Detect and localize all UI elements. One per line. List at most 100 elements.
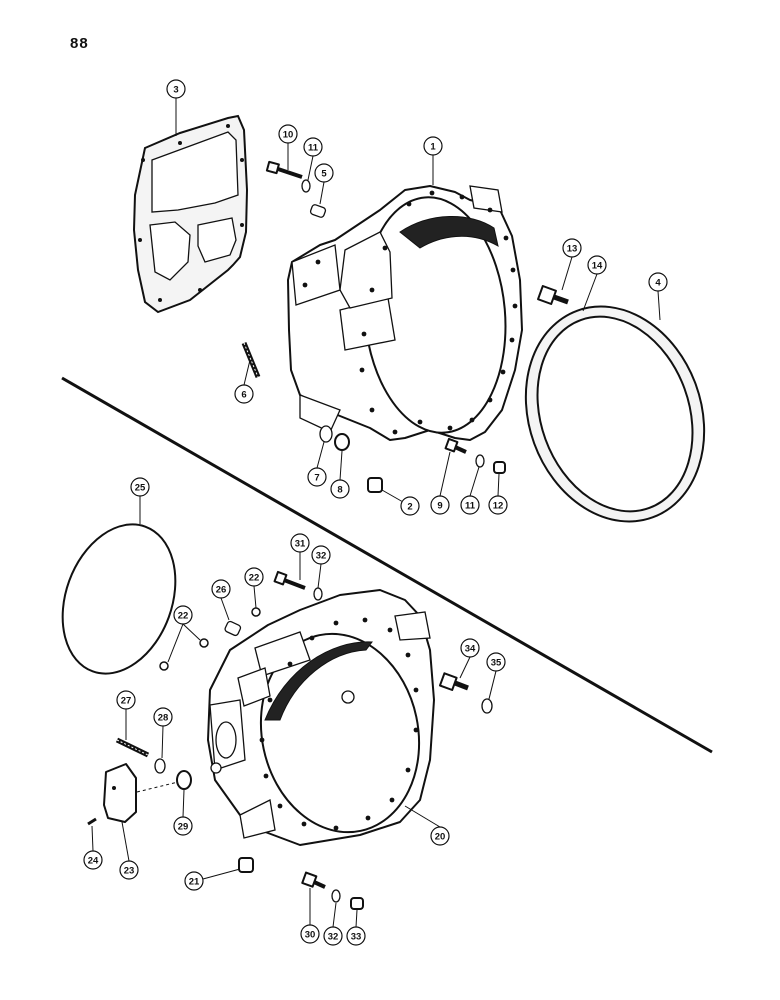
callout-number: 12 — [493, 500, 504, 511]
callout-34: 34 — [460, 638, 480, 658]
callout-number: 2 — [407, 501, 412, 512]
page-number: 88 — [70, 35, 89, 52]
callout-30: 30 — [300, 924, 320, 944]
washer-11-upper — [301, 179, 311, 193]
callout-25: 25 — [130, 477, 150, 497]
o-ring-22-b — [199, 638, 209, 648]
o-ring-22-c — [159, 661, 169, 671]
callout-35: 35 — [486, 652, 506, 672]
callout-circle — [307, 467, 327, 487]
lockwasher-7 — [319, 425, 333, 443]
separator-line — [61, 376, 713, 754]
callout-31: 31 — [290, 533, 310, 553]
callout-number: 7 — [314, 472, 319, 483]
gasket-top-cover — [132, 114, 249, 314]
callout-circle — [278, 124, 298, 144]
callout-number: 4 — [655, 277, 661, 288]
callout-27: 27 — [116, 690, 136, 710]
nut-33 — [350, 897, 364, 910]
callout-32: 32 — [323, 926, 343, 946]
callout-circle — [116, 690, 136, 710]
callout-7: 7 — [307, 467, 327, 487]
o-ring-22-a — [251, 607, 261, 617]
nut-12 — [493, 461, 506, 474]
callout-circle — [290, 533, 310, 553]
callout-number: 5 — [321, 168, 327, 179]
callout-circle — [211, 579, 231, 599]
callout-4: 4 — [648, 272, 668, 292]
callout-circle — [244, 567, 264, 587]
callout-circle — [323, 926, 343, 946]
callout-number: 34 — [465, 643, 476, 654]
callout-21: 21 — [184, 871, 204, 891]
callout-3: 3 — [166, 79, 186, 99]
callout-6: 6 — [234, 384, 254, 404]
callout-number: 30 — [305, 929, 316, 940]
washer-28 — [154, 758, 166, 774]
callout-number: 25 — [135, 482, 146, 493]
callout-circle — [300, 924, 320, 944]
washer-11-lower — [475, 454, 485, 468]
o-ring-25 — [61, 523, 177, 675]
callout-2: 2 — [400, 496, 420, 516]
callout-8: 8 — [330, 479, 350, 499]
callout-14: 14 — [587, 255, 607, 275]
bolt-30 — [301, 871, 326, 889]
dowel-5 — [309, 204, 327, 218]
washer-32-upper — [313, 587, 323, 601]
callout-number: 32 — [316, 550, 327, 561]
callout-number: 24 — [88, 855, 99, 866]
callout-circle — [460, 495, 480, 515]
callout-circle — [303, 137, 323, 157]
callout-22: 22 — [244, 567, 264, 587]
callout-number: 31 — [295, 538, 306, 549]
callout-circle — [130, 477, 150, 497]
callout-circle — [562, 238, 582, 258]
callout-number: 26 — [216, 584, 227, 595]
washer-32-lower — [331, 889, 341, 903]
callout-circle — [400, 496, 420, 516]
callout-number: 3 — [173, 84, 178, 95]
callout-circle — [423, 136, 443, 156]
stud-27 — [115, 737, 150, 758]
plug-21 — [238, 857, 254, 873]
cover-plate-23 — [103, 763, 137, 823]
callout-number: 22 — [178, 610, 189, 621]
callout-number: 27 — [121, 695, 132, 706]
clutch-housing-lower — [207, 589, 435, 846]
bolt-31 — [273, 570, 306, 590]
callout-circle — [153, 707, 173, 727]
callout-28: 28 — [153, 707, 173, 727]
bolt-9 — [444, 437, 467, 454]
callout-number: 13 — [567, 243, 578, 254]
callout-10: 10 — [278, 124, 298, 144]
callout-number: 6 — [241, 389, 246, 400]
callout-number: 11 — [465, 500, 476, 511]
callout-number: 21 — [189, 876, 200, 887]
callout-circle — [314, 163, 334, 183]
callout-9: 9 — [430, 495, 450, 515]
callout-number: 10 — [283, 129, 294, 140]
callout-circle — [173, 605, 193, 625]
dowel-26 — [224, 620, 242, 637]
callout-number: 8 — [337, 484, 342, 495]
callout-circle — [488, 495, 508, 515]
callout-26: 26 — [211, 579, 231, 599]
callout-number: 28 — [158, 712, 169, 723]
callout-circle — [83, 850, 103, 870]
callout-number: 35 — [491, 657, 502, 668]
nut-8 — [334, 433, 350, 451]
callout-circle — [346, 926, 366, 946]
callout-circle — [648, 272, 668, 292]
callout-11: 11 — [460, 495, 480, 515]
callout-circle — [173, 816, 193, 836]
gasket-ring-4 — [524, 305, 706, 523]
callout-13: 13 — [562, 238, 582, 258]
callout-circle — [330, 479, 350, 499]
stud-6 — [241, 342, 261, 378]
callout-32: 32 — [311, 545, 331, 565]
callout-circle — [311, 545, 331, 565]
callout-circle — [486, 652, 506, 672]
callout-number: 20 — [435, 831, 446, 842]
